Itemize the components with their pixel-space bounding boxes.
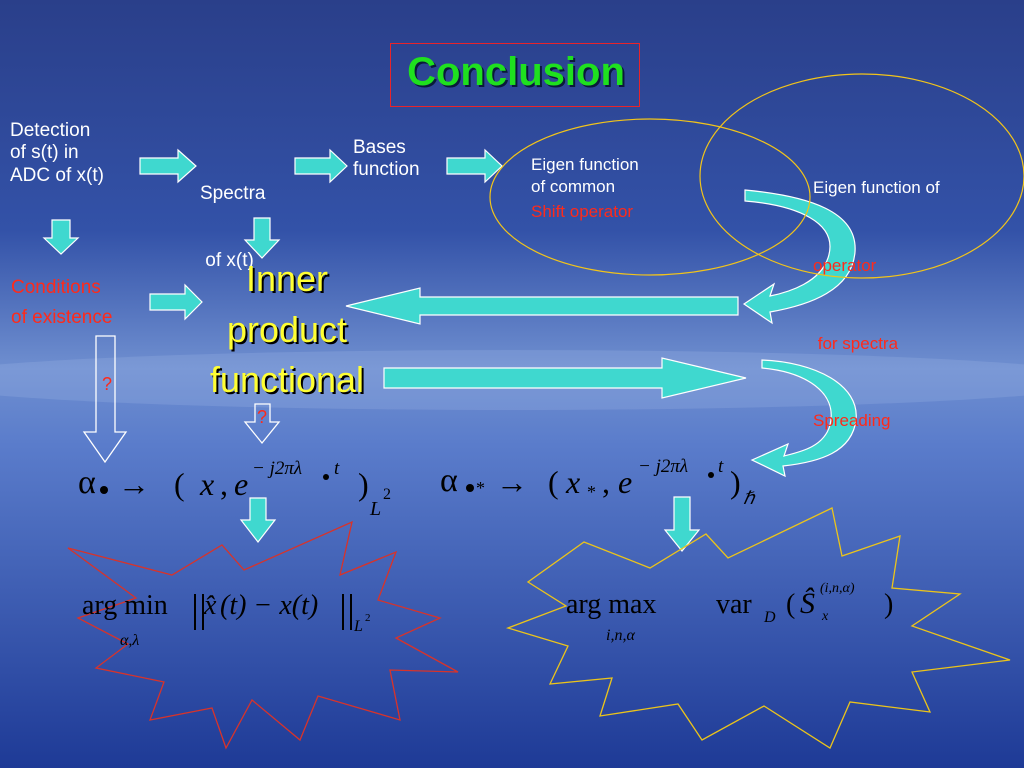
node-detection: Detection of s(t) in ADC of x(t): [10, 120, 104, 187]
f2-sub: ℏ: [743, 488, 755, 508]
f2-exp: − j2πλ: [638, 456, 689, 477]
hollow-arrow-left: [82, 335, 128, 464]
f1-sup: 2: [383, 486, 391, 503]
arrow-long-left: [345, 287, 739, 325]
f1-sub: L: [370, 498, 382, 520]
arrow-conditions-to-inner: [149, 283, 203, 321]
arrow-detection-to-spectra: [139, 148, 197, 184]
f2-x: x: [566, 464, 581, 500]
node-eigen-operator-line3: for spectra: [813, 333, 899, 353]
f4-S: Ŝ: [800, 587, 815, 620]
f4-under: i,n,α: [606, 627, 635, 644]
f3-argmin: arg min: [82, 590, 168, 621]
node-eigen-common-line1: Eigen function: [531, 155, 639, 174]
question-mark-center: ?: [257, 407, 268, 427]
node-eigen-operator-line1: Eigen function of: [813, 178, 940, 198]
f1-bullet: [100, 486, 108, 494]
f4-open: (: [786, 589, 796, 620]
f3-under: α,λ: [120, 632, 140, 649]
f3-norm-left: [194, 594, 204, 630]
f1-exp: − j2πλ: [252, 458, 303, 479]
f1-e: e: [234, 466, 249, 502]
node-eigen-common-shift: Shift operator: [531, 201, 634, 221]
f3-norm-right: [342, 594, 352, 630]
node-eigen-common-line2: of common: [531, 177, 616, 197]
curved-arrow-top: [742, 189, 856, 325]
ellipse-eigen-operator: [699, 73, 1024, 279]
node-bases-line1: Bases: [353, 137, 406, 158]
node-detection-line1: Detection: [10, 120, 91, 141]
formula-argmax: arg max i,n,α var D ( Ŝ (i,n,α) x ): [566, 581, 906, 655]
hollow-arrow-center: [243, 403, 281, 445]
node-detection-line3: ADC of x(t): [10, 164, 104, 186]
f2-e: e: [618, 464, 633, 500]
f4-vsub: D: [764, 609, 776, 626]
f1-x: x: [200, 466, 215, 502]
node-eigen-operator: Eigen function of operator for spectra S…: [813, 120, 940, 461]
f1-close: ): [358, 466, 369, 502]
f2-bullet: [466, 484, 474, 492]
f1-exp-bullet: [323, 474, 329, 480]
arrow-formula-right-down: [663, 496, 701, 552]
inner-line3: functional: [209, 359, 365, 400]
f2-close: ): [730, 464, 741, 500]
f1-exp-t: t: [334, 458, 340, 479]
f4-ssub: x: [822, 609, 829, 624]
node-eigen-common: Eigen function of common Shift operator: [531, 152, 639, 225]
formula-inner-product-hbar: α * → ( x * , e − j2πλ t ) ℏ: [440, 456, 770, 522]
formula-argmin: arg min α,λ x̂ (t) − x(t) L 2: [82, 590, 382, 660]
question-mark-left: ?: [102, 374, 113, 394]
f4-var: var: [716, 589, 752, 620]
arrow-formula-left-down: [239, 497, 277, 543]
node-spectra: Spectra of x(t): [200, 138, 265, 295]
node-spectra-line1: Spectra: [200, 182, 266, 204]
node-bases: Bases function: [353, 137, 420, 182]
node-detection-line2: of s(t) in: [10, 142, 79, 164]
node-eigen-operator-line2: operator: [813, 255, 877, 275]
formula-inner-product-l2: α → ( x , e − j2πλ t ) L 2: [78, 458, 408, 524]
f2-exp-bullet: [708, 472, 714, 478]
f3-xhat: x̂: [204, 590, 217, 621]
node-spectra-line2: of x(t): [200, 250, 254, 272]
arrow-bases-to-eigen: [446, 148, 503, 184]
node-conditions: Conditions of existence: [11, 273, 112, 334]
inner-line2: product: [226, 309, 348, 350]
page-title: Conclusion: [407, 50, 625, 94]
f1-open: (: [174, 466, 185, 502]
f2-exp-t: t: [718, 456, 724, 477]
node-conditions-line1: Conditions: [11, 277, 101, 298]
f2-open: (: [548, 464, 559, 500]
f2-star: *: [476, 478, 485, 498]
node-eigen-operator-line4: Spreading: [813, 411, 891, 431]
f3-sup: 2: [365, 612, 371, 624]
arrow-detection-down: [42, 219, 80, 255]
f3-body: (t) − x(t): [220, 590, 319, 621]
f2-comma: ,: [602, 464, 610, 500]
f4-argmax: arg max: [566, 589, 657, 620]
node-conditions-line2: of existence: [11, 307, 113, 329]
f2-arrow: →: [496, 464, 528, 500]
f2-alpha: α: [440, 462, 458, 499]
f1-comma: ,: [220, 466, 228, 502]
curved-arrow-bottom: [750, 359, 857, 478]
arrow-spectra-to-bases: [294, 148, 348, 184]
f2-xsub: *: [587, 482, 596, 502]
f1-alpha: α: [78, 464, 96, 501]
f1-arrow: →: [118, 466, 150, 502]
f4-sup: (i,n,α): [820, 581, 855, 596]
f3-sub: L: [354, 618, 363, 635]
arrow-spectra-down: [243, 217, 281, 259]
starburst-right: [505, 507, 1011, 749]
title-box: Conclusion: [390, 43, 640, 107]
arrow-long-right: [383, 357, 747, 399]
f4-close: ): [884, 589, 894, 620]
ellipse-eigen-common: [489, 118, 811, 276]
inner-line1: Inner: [245, 258, 329, 299]
starburst-left: [67, 520, 459, 750]
node-bases-line2: function: [353, 159, 420, 181]
